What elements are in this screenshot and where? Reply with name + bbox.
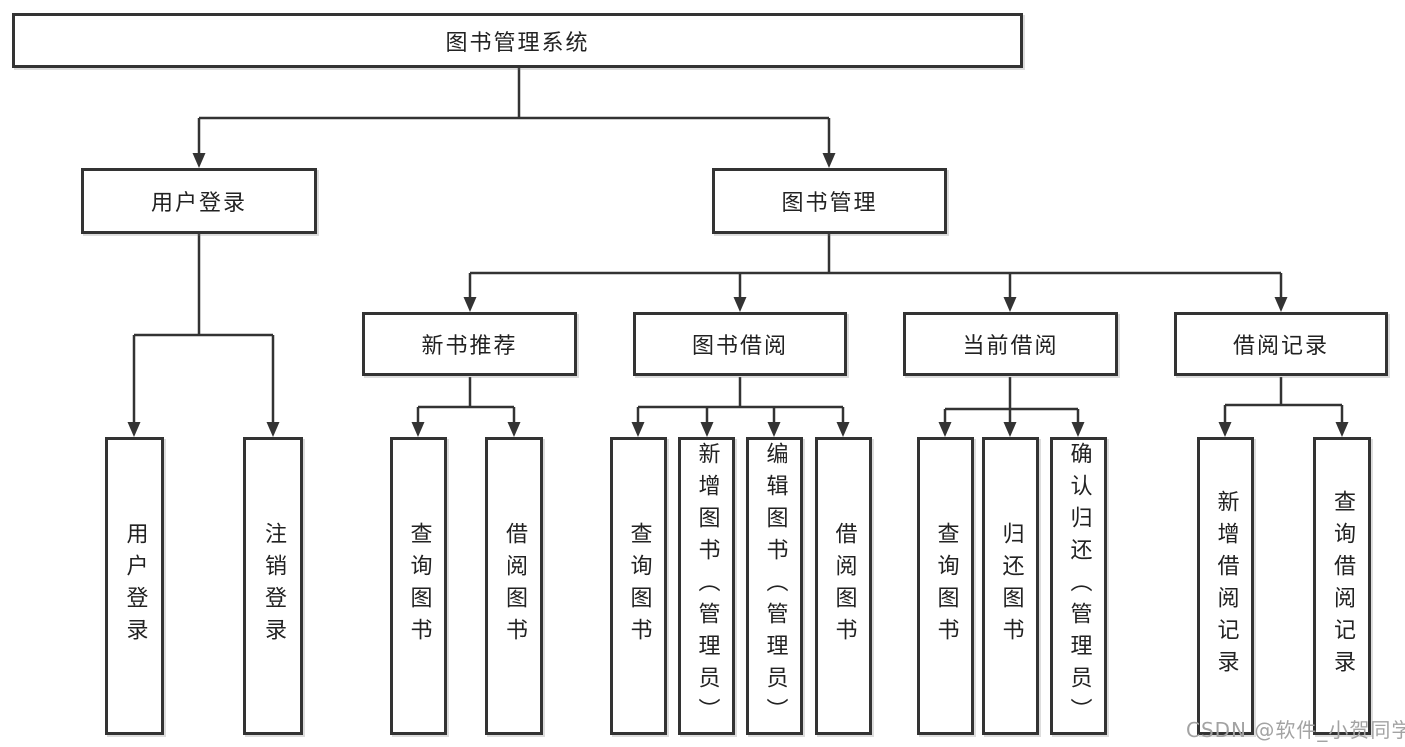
leaf-confirm-return-admin: 确认归还（管理员） [1050, 437, 1107, 735]
leaf-borrow-books-borrowing: 借阅图书 [815, 437, 872, 735]
leaf-user-login: 用户登录 [105, 437, 164, 735]
leaf-query-books-recommend: 查询图书 [390, 437, 447, 735]
leaf-borrow-books-recommend: 借阅图书 [485, 437, 543, 735]
leaf-return-books: 归还图书 [982, 437, 1039, 735]
leaf-add-borrow-record: 新增借阅记录 [1197, 437, 1254, 735]
leaf-add-books-admin: 新增图书（管理员） [678, 437, 735, 735]
node-borrowing-records: 借阅记录 [1174, 312, 1388, 376]
arrowheads [127, 153, 1349, 437]
csdn-watermark: CSDN @软件_小贺同学 [1186, 718, 1405, 742]
leaf-query-books-borrowing: 查询图书 [610, 437, 667, 735]
leaf-query-borrow-record: 查询借阅记录 [1313, 437, 1371, 735]
node-current-borrowing: 当前借阅 [903, 312, 1118, 376]
leaf-edit-books-admin: 编辑图书（管理员） [746, 437, 803, 735]
leaf-query-books-current: 查询图书 [917, 437, 974, 735]
node-user-login: 用户登录 [81, 168, 317, 234]
node-book-borrowing: 图书借阅 [633, 312, 847, 376]
node-root-library-system: 图书管理系统 [12, 13, 1023, 68]
leaf-logout: 注销登录 [243, 437, 303, 735]
node-book-management: 图书管理 [712, 168, 947, 234]
node-new-book-recommendation: 新书推荐 [362, 312, 577, 376]
